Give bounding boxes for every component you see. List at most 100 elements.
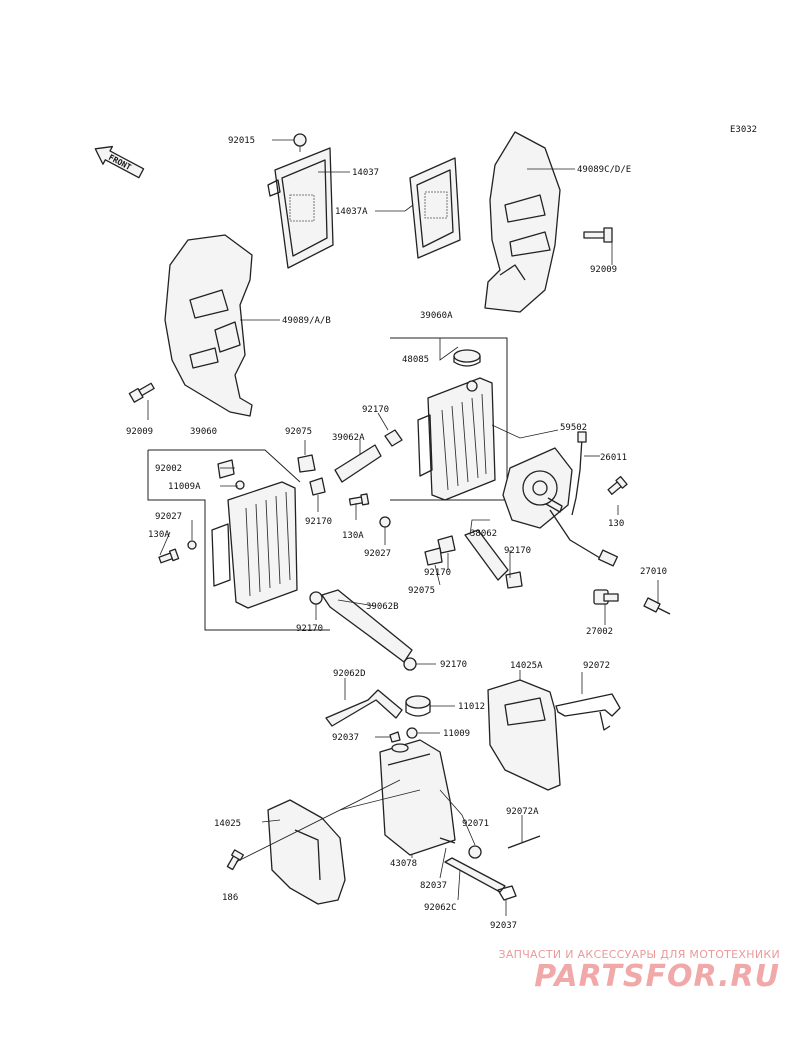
washer-11009: [406, 727, 418, 739]
bolt-92009-bottom: [128, 382, 155, 403]
label-92015: 92015: [228, 136, 255, 146]
front-arrow-icon: FRONT: [94, 145, 145, 179]
clip-92037-bottom: [497, 885, 517, 901]
label-92037-top: 92037: [332, 733, 359, 743]
washer-11009A: [235, 480, 245, 490]
label-39062A: 39062A: [332, 433, 365, 443]
label-11012: 11012: [458, 702, 485, 712]
thermo-switch-27010: [643, 597, 671, 615]
radiator-grille-right: [409, 157, 461, 259]
water-pump-cover: [502, 447, 573, 529]
cover-14025: [267, 799, 346, 905]
watermark-tagline: ЗАПЧАСТИ И АКСЕССУАРЫ ДЛЯ МОТОТЕХНИКИ: [498, 948, 780, 961]
label-92009-bottom: 92009: [126, 427, 153, 437]
radiator-left: [211, 481, 298, 609]
clamp-92170-lower: [505, 571, 523, 589]
label-92071: 92071: [462, 819, 489, 829]
clip-92037-top: [389, 731, 401, 743]
label-92170-e: 92170: [296, 624, 323, 634]
watermark: ЗАПЧАСТИ И АКСЕССУАРЫ ДЛЯ МОТОТЕХНИКИ PA…: [480, 948, 780, 994]
label-11009: 11009: [443, 729, 470, 739]
clamp-92170-hose-top: [309, 591, 323, 605]
reservoir-tank-43078: [379, 739, 456, 856]
washer-92027-left: [187, 540, 197, 550]
clamp-92075-center: [424, 547, 443, 566]
label-14025A: 14025A: [510, 661, 543, 671]
bracket-92072: [555, 693, 621, 731]
label-92075-top: 92075: [285, 427, 312, 437]
diagram-code: E3032: [730, 125, 757, 135]
label-92072A: 92072A: [506, 807, 539, 817]
label-38062: 38062: [470, 529, 497, 539]
hose-39062A: [334, 444, 382, 483]
label-14037: 14037: [352, 168, 379, 178]
label-92170-b: 92170: [305, 517, 332, 527]
label-130A-center: 130A: [342, 531, 364, 541]
bolt-92009-top: [583, 227, 613, 243]
label-39060A: 39060A: [420, 311, 453, 321]
cap-11012: [405, 695, 431, 717]
sensor-cable-26011: [549, 431, 619, 567]
label-186: 186: [222, 893, 238, 903]
clamp-92170-a: [384, 429, 403, 447]
radiator-cap-92002: [217, 459, 235, 479]
clip-82037: [439, 837, 456, 844]
clamp-92170-left: [309, 477, 326, 496]
bolt-92015: [293, 133, 307, 147]
label-92027-center: 92027: [364, 549, 391, 559]
label-11009A: 11009A: [168, 482, 201, 492]
label-49089CDE: 49089C/D/E: [577, 165, 631, 175]
label-48085: 48085: [402, 355, 429, 365]
hose-92062D: [325, 689, 403, 727]
assembly-frame-39060A: [390, 337, 508, 501]
label-39062B: 39062B: [366, 602, 399, 612]
label-130: 130: [608, 519, 624, 529]
label-92170-c: 92170: [504, 546, 531, 556]
bolt-186: [226, 849, 244, 871]
radiator-cap-48085: [453, 349, 481, 367]
radiator-right: [417, 377, 496, 501]
clamp-92170-hose-bottom: [403, 657, 417, 671]
watermark-logo: PARTSFOR.RU: [534, 959, 780, 994]
label-92009-top: 92009: [590, 265, 617, 275]
radiator-neck: [466, 380, 478, 392]
label-130A-left: 130A: [148, 530, 170, 540]
fitting-27002: [593, 589, 619, 605]
label-27002: 27002: [586, 627, 613, 637]
hose-38062: [464, 529, 509, 581]
hose-39062B: [321, 589, 413, 663]
label-92075-center: 92075: [408, 586, 435, 596]
nut-92071: [468, 845, 482, 859]
label-92027-left: 92027: [155, 512, 182, 522]
radiator-shroud-left: [164, 234, 253, 417]
bracket-14025A: [487, 679, 561, 791]
label-92170-d: 92170: [424, 568, 451, 578]
label-26011: 26011: [600, 453, 627, 463]
assembly-frame-39060: [147, 449, 330, 631]
label-92062C: 92062C: [424, 903, 457, 913]
label-39060: 39060: [190, 427, 217, 437]
label-82037: 82037: [420, 881, 447, 891]
label-92062D: 92062D: [333, 669, 366, 679]
clamp-92075-left: [297, 454, 316, 473]
label-92170-a: 92170: [362, 405, 389, 415]
label-92037-bottom: 92037: [490, 921, 517, 931]
bolt-92072A: [507, 835, 541, 849]
label-92002: 92002: [155, 464, 182, 474]
radiator-shroud-right: [484, 131, 561, 313]
label-92072: 92072: [583, 661, 610, 671]
label-49089AB: 49089/A/B: [282, 316, 331, 326]
bolt-130A-left: [158, 548, 180, 564]
label-27010: 27010: [640, 567, 667, 577]
label-43078: 43078: [390, 859, 417, 869]
bolt-130: [607, 475, 628, 495]
radiator-grille-left: [267, 147, 334, 269]
washer-92027-center: [379, 516, 391, 528]
leader-lines: [147, 139, 659, 916]
label-14025: 14025: [214, 819, 241, 829]
label-59502: 59502: [560, 423, 587, 433]
hose-92062C: [444, 857, 506, 893]
bolt-130A-center: [348, 493, 370, 506]
label-14037A: 14037A: [335, 207, 368, 217]
